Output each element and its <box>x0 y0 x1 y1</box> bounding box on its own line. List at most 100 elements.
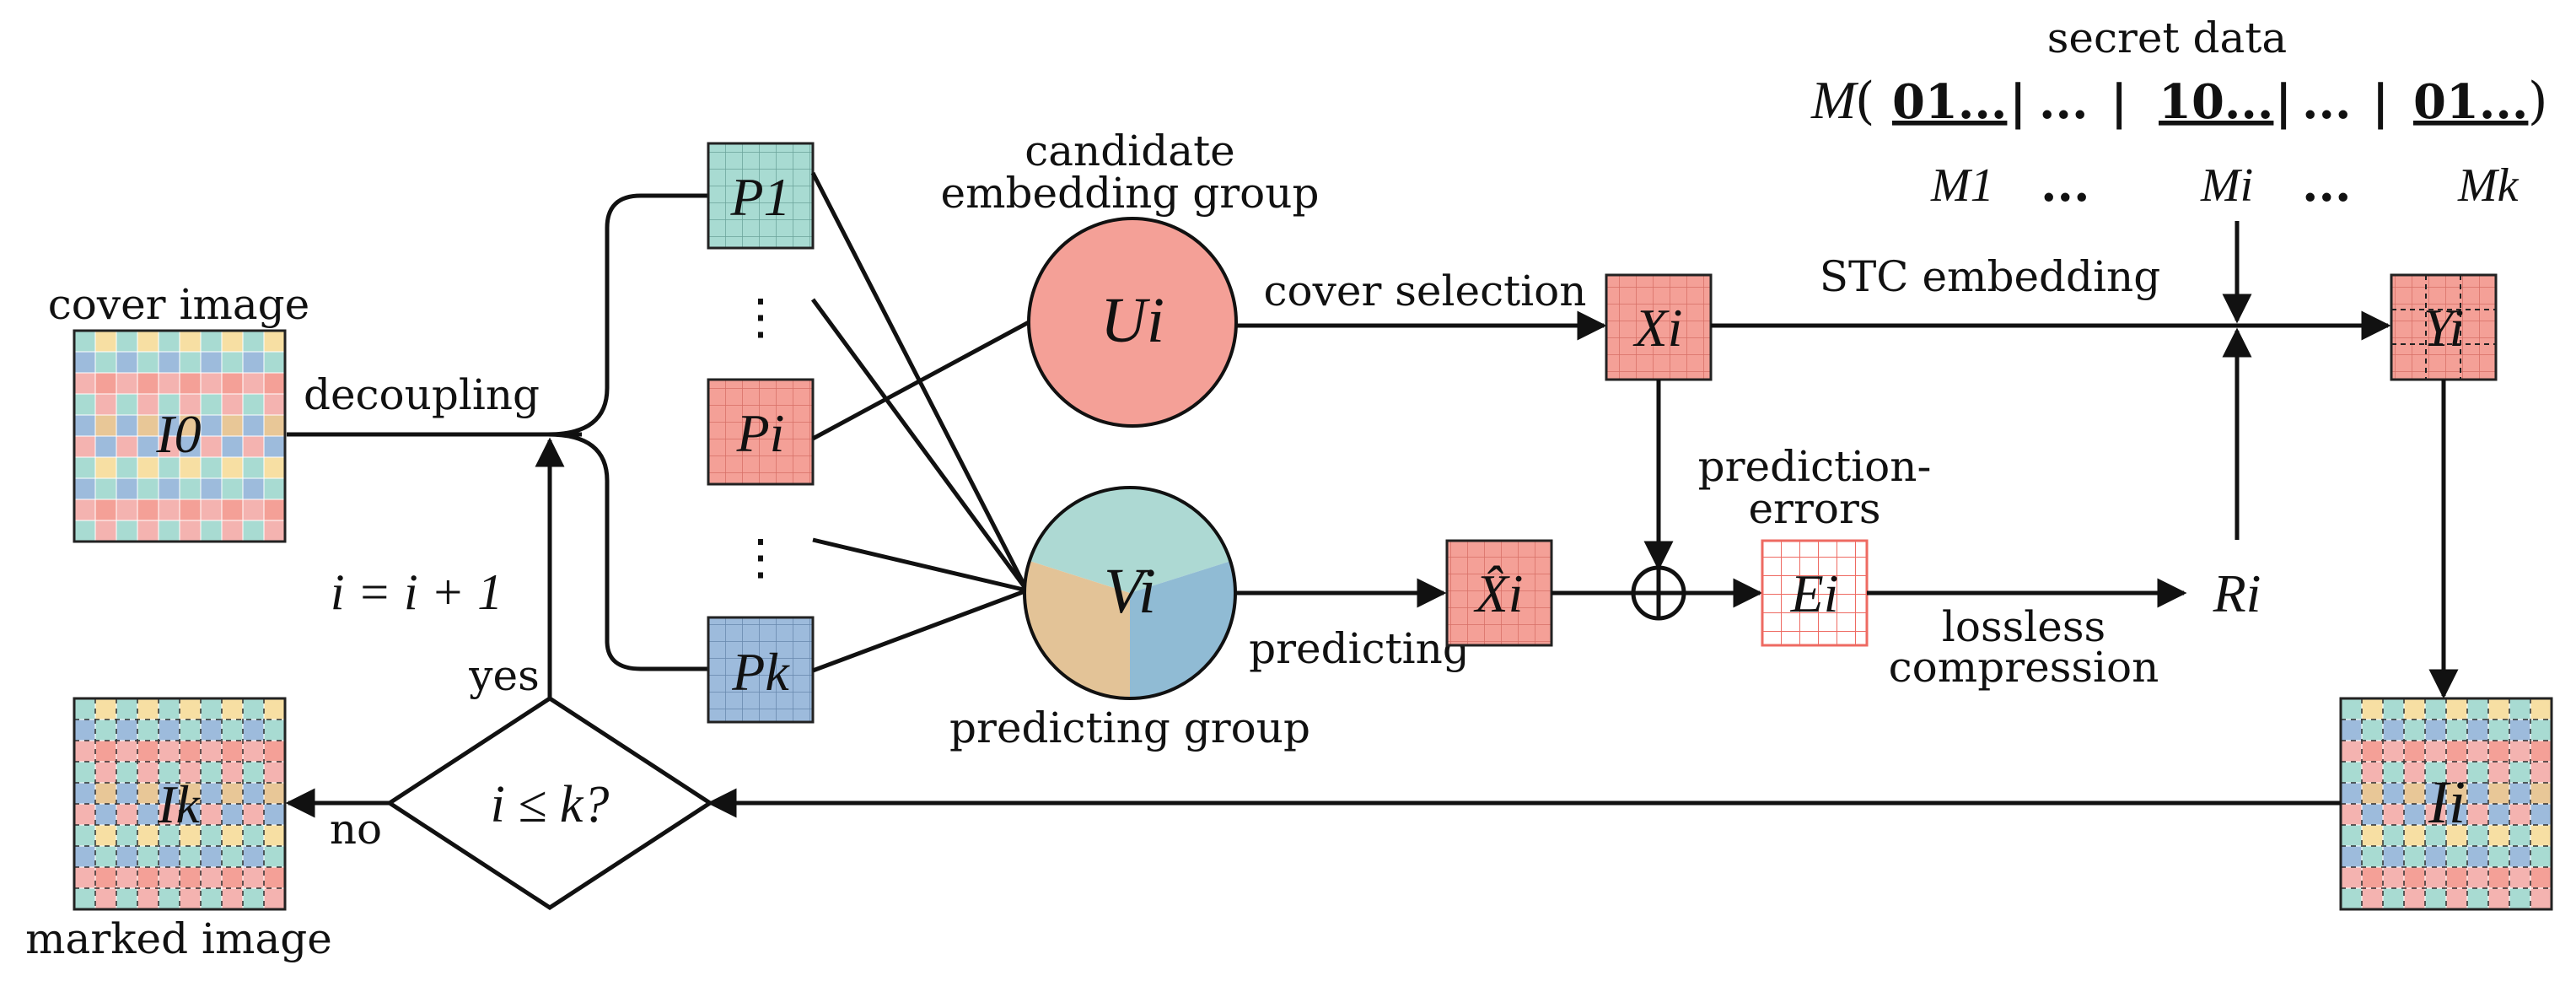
image-pixel <box>179 740 202 763</box>
image-pixel <box>221 803 244 826</box>
image-pixel <box>158 887 180 910</box>
fan-in-lines <box>810 171 1030 673</box>
image-pixel <box>200 372 223 395</box>
image-pixel <box>200 719 223 741</box>
image-pixel <box>73 393 96 416</box>
image-pixel <box>158 520 180 542</box>
image-pixel <box>2466 887 2489 910</box>
image-pixel <box>2445 782 2468 805</box>
image-pixel <box>116 761 138 784</box>
image-pixel <box>242 824 265 847</box>
image-pixel <box>179 824 202 847</box>
image-pixel <box>116 887 138 910</box>
image-pixel <box>2487 740 2510 763</box>
image-pixel <box>94 351 117 374</box>
image-pixel <box>116 866 138 889</box>
image-pixel <box>263 719 286 741</box>
image-pixel <box>221 499 244 521</box>
symbol-M1: M1 <box>1930 159 1994 212</box>
image-pixel <box>263 435 286 458</box>
image-pixel <box>179 520 202 542</box>
image-pixel <box>200 499 223 521</box>
image-pixel <box>73 330 96 353</box>
image-pixel <box>2361 782 2384 805</box>
image-pixel <box>116 393 138 416</box>
image-pixel <box>2340 782 2363 805</box>
image-pixel <box>2340 866 2363 889</box>
image-pixel <box>2466 761 2489 784</box>
image-pixel <box>2361 824 2384 847</box>
image-pixel <box>94 887 117 910</box>
image-pixel <box>2382 824 2405 847</box>
image-pixel <box>2466 866 2489 889</box>
image-pixel <box>116 351 138 374</box>
secret-close-paren: ) <box>2528 72 2547 131</box>
image-pixel <box>263 698 286 720</box>
image-pixel <box>137 435 159 458</box>
image-pixel <box>2382 761 2405 784</box>
decoupling-connector <box>287 193 708 671</box>
image-pixel <box>137 698 159 720</box>
secret-data-label: secret data <box>2047 13 2287 62</box>
image-pixel <box>2340 803 2363 826</box>
image-pixel <box>2382 866 2405 889</box>
image-border <box>73 329 287 543</box>
image-pixel <box>221 824 244 847</box>
image-pixel <box>116 477 138 500</box>
image-pixel <box>263 414 286 437</box>
symbol-Ii: Ii <box>2428 768 2466 836</box>
image-pixel <box>2509 719 2531 741</box>
image-pixel <box>2382 719 2405 741</box>
image-pixel <box>94 866 117 889</box>
image-pixel <box>137 761 159 784</box>
image-pixel <box>179 887 202 910</box>
image-pixel <box>73 803 96 826</box>
image-pixel <box>221 845 244 868</box>
image-pixel <box>2509 866 2531 889</box>
cover-image <box>73 329 287 543</box>
image-pixel <box>2466 803 2489 826</box>
image-pixel <box>263 887 286 910</box>
image-pixel <box>73 782 96 805</box>
image-pixel <box>94 761 117 784</box>
image-pixel <box>263 393 286 416</box>
image-pixel <box>263 803 286 826</box>
symbol-I0: I0 <box>155 404 201 464</box>
image-pixel <box>200 740 223 763</box>
image-pixel <box>221 866 244 889</box>
image-pixel <box>73 866 96 889</box>
image-pixel <box>2403 866 2426 889</box>
image-pixel <box>200 845 223 868</box>
image-pixel <box>200 887 223 910</box>
image-pixel <box>221 698 244 720</box>
image-pixel <box>94 499 117 521</box>
image-pixel <box>263 456 286 479</box>
marked-image <box>73 697 287 911</box>
image-pixel <box>221 477 244 500</box>
image-pixel <box>179 698 202 720</box>
image-pixel <box>137 887 159 910</box>
image-pixel <box>263 845 286 868</box>
image-pixel <box>242 330 265 353</box>
image-pixel <box>221 782 244 805</box>
image-pixel <box>221 520 244 542</box>
image-pixel <box>2403 845 2426 868</box>
image-pixel <box>94 414 117 437</box>
image-pixel <box>221 887 244 910</box>
image-pixel <box>221 414 244 437</box>
image-pixel <box>2530 803 2552 826</box>
image-pixel <box>2487 761 2510 784</box>
image-pixel <box>2403 740 2426 763</box>
image-pixel <box>200 477 223 500</box>
image-pixel <box>242 719 265 741</box>
symbol-Vi: Vi <box>1104 556 1156 627</box>
Yi-dashed-grid <box>2391 275 2496 380</box>
image-pixel <box>2466 719 2489 741</box>
image-pixel <box>242 456 265 479</box>
block-Xhat <box>1445 539 1553 647</box>
image-pixel <box>94 393 117 416</box>
image-pixel <box>2340 740 2363 763</box>
image-pixel <box>2487 803 2510 826</box>
image-pixel <box>116 456 138 479</box>
